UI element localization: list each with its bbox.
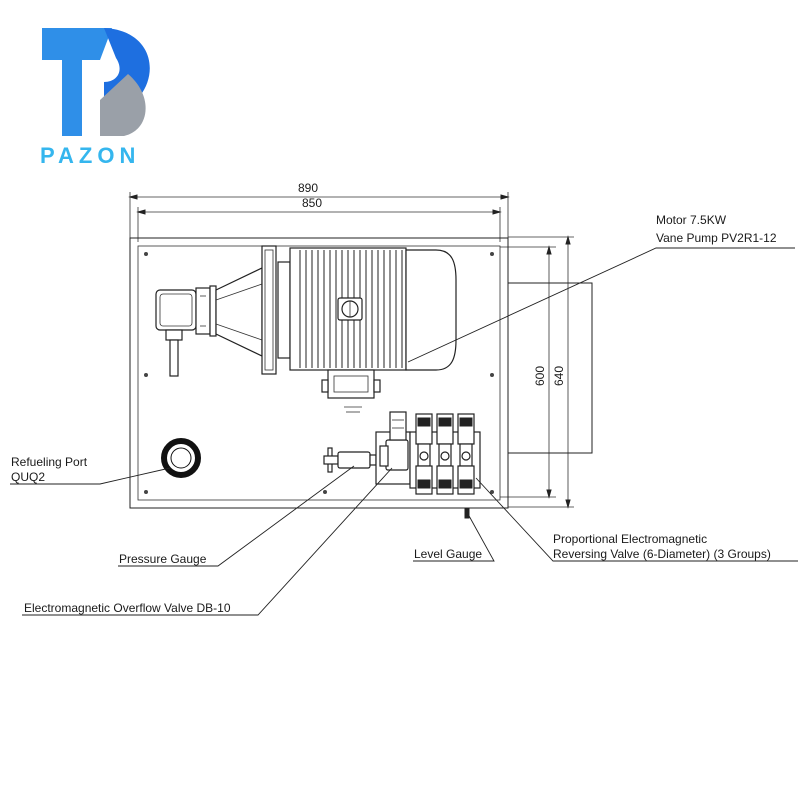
dim-640-label: 640 xyxy=(552,366,566,386)
leader-lines xyxy=(10,247,798,616)
brand-name: PAZON xyxy=(40,143,140,168)
leader-overflow-valve xyxy=(22,467,393,616)
dimension-890: 890 xyxy=(128,181,510,238)
reversing-valves xyxy=(409,413,481,495)
dimension-600: 600 xyxy=(500,245,556,499)
dim-850-label: 850 xyxy=(302,196,322,210)
refueling-port xyxy=(161,438,201,478)
label-refuel-1: Refueling Port xyxy=(11,455,88,469)
vane-pump xyxy=(155,285,217,377)
motor xyxy=(277,247,457,413)
callout-labels: Motor 7.5KW Vane Pump PV2R1-12 Refueling… xyxy=(11,213,777,615)
label-motor: Motor 7.5KW xyxy=(656,213,727,227)
mounting-holes xyxy=(144,252,494,494)
pressure-gauge xyxy=(323,447,377,473)
valve-group-2 xyxy=(436,413,454,495)
label-pump: Vane Pump PV2R1-12 xyxy=(656,231,777,245)
coupling-bell xyxy=(215,245,277,375)
tank-frame xyxy=(129,237,593,509)
label-pressure-gauge: Pressure Gauge xyxy=(119,552,207,566)
leader-refuel xyxy=(10,467,171,485)
logo-mark-grey xyxy=(100,74,146,136)
leader-pressure-gauge xyxy=(118,465,355,567)
motor-fan-cover xyxy=(405,249,457,371)
logo-mark-left xyxy=(42,28,112,136)
label-level-gauge: Level Gauge xyxy=(414,547,482,561)
dimension-640: 640 xyxy=(508,235,574,509)
side-box xyxy=(507,282,593,454)
dimension-850: 850 xyxy=(136,196,502,242)
label-refuel-2: QUQ2 xyxy=(11,470,45,484)
level-gauge xyxy=(464,507,470,519)
label-overflow-valve: Electromagnetic Overflow Valve DB-10 xyxy=(24,601,231,615)
dim-890-label: 890 xyxy=(298,181,318,195)
leader-motor xyxy=(407,247,795,363)
label-valve-1: Proportional Electromagnetic xyxy=(553,532,707,546)
label-valve-2: Reversing Valve (6-Diameter) (3 Groups) xyxy=(553,547,771,561)
valve-group-1 xyxy=(415,413,433,495)
leader-valve xyxy=(475,477,798,562)
dim-600-label: 600 xyxy=(533,366,547,386)
valve-group-3 xyxy=(457,413,475,495)
leader-level-gauge xyxy=(413,513,495,562)
overflow-valve xyxy=(375,411,411,485)
pazon-logo: PAZON xyxy=(40,28,150,168)
